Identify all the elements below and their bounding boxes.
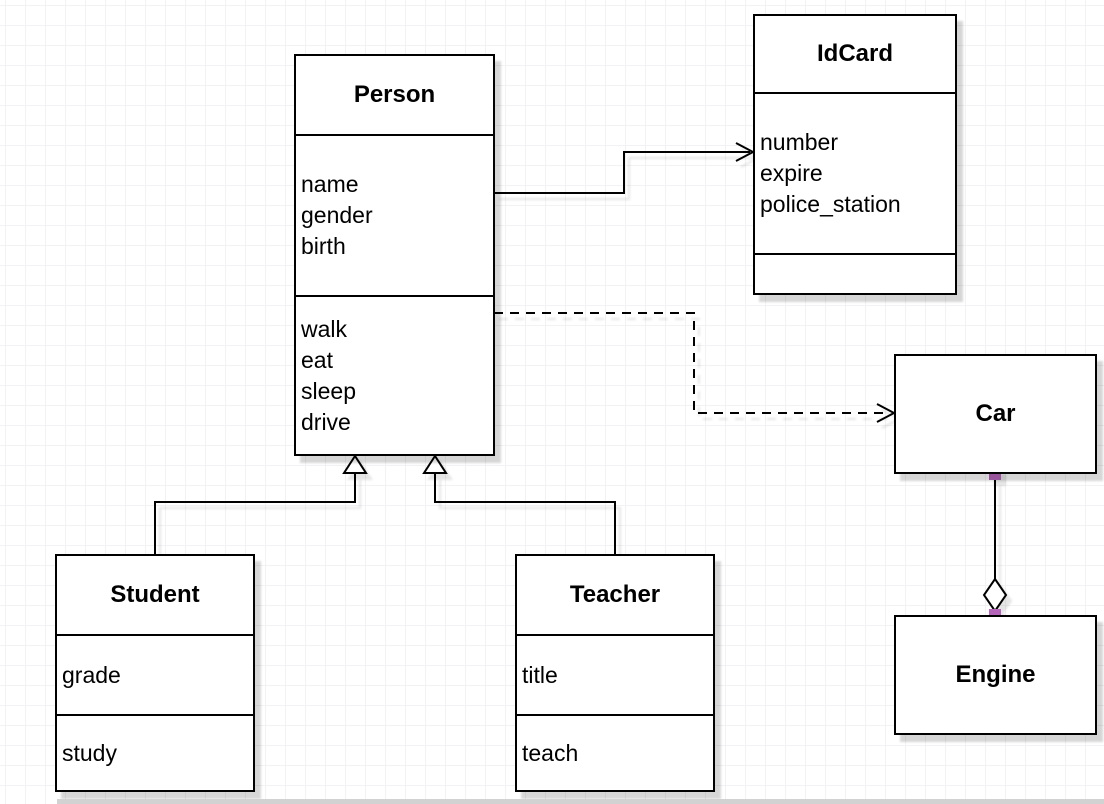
attribute-row[interactable]: title [522,661,558,688]
edge-car-engine[interactable] [982,468,1008,621]
hollow-triangle-icon [422,454,448,474]
attribute-row[interactable]: police_station [760,191,901,217]
attribute-row[interactable]: number [760,129,838,155]
class-title[interactable]: Teacher [569,581,661,608]
class-title[interactable]: Engine [955,661,1036,688]
class-methods-section: walk eat sleep drive [296,295,493,454]
class-title[interactable]: Person [353,81,436,108]
edge-person-idcard[interactable] [494,142,756,194]
class-attributes-section: title [517,634,713,714]
class-attributes-section: name gender birth [296,134,493,295]
attribute-row[interactable]: gender [301,202,373,228]
class-methods-section [755,253,955,293]
method-row[interactable]: study [62,739,117,766]
canvas-bottom-edge [57,799,1104,804]
hollow-diamond-icon [982,577,1008,613]
method-row[interactable]: walk [301,315,348,342]
class-box-car[interactable]: Car [894,354,1097,474]
method-row[interactable]: eat [301,346,333,373]
method-row[interactable]: teach [522,739,579,766]
attribute-row[interactable]: grade [62,661,121,688]
edge-person-car[interactable] [494,312,897,423]
attribute-row[interactable]: name [301,171,359,197]
class-box-engine[interactable]: Engine [894,615,1097,735]
class-box-teacher[interactable]: Teacher title teach [515,554,715,792]
class-title[interactable]: Car [975,400,1016,427]
edge-teacher-person[interactable] [422,454,616,554]
attribute-row[interactable]: birth [301,233,346,259]
class-attributes-section: number expire police_station [755,92,955,253]
class-methods-section: study [57,714,253,790]
class-methods-section: teach [517,714,713,790]
class-box-idcard[interactable]: IdCard number expire police_station [753,14,957,295]
class-attributes-section: grade [57,634,253,714]
class-box-person[interactable]: Person name gender birth walk eat sleep … [294,54,495,456]
method-row[interactable]: drive [301,408,351,435]
class-title[interactable]: Student [110,581,200,608]
hollow-triangle-icon [342,454,368,474]
edge-student-person[interactable] [154,454,368,554]
attribute-row[interactable]: expire [760,160,823,186]
class-box-student[interactable]: Student grade study [55,554,255,792]
class-title[interactable]: IdCard [816,40,893,67]
method-row[interactable]: sleep [301,377,356,404]
